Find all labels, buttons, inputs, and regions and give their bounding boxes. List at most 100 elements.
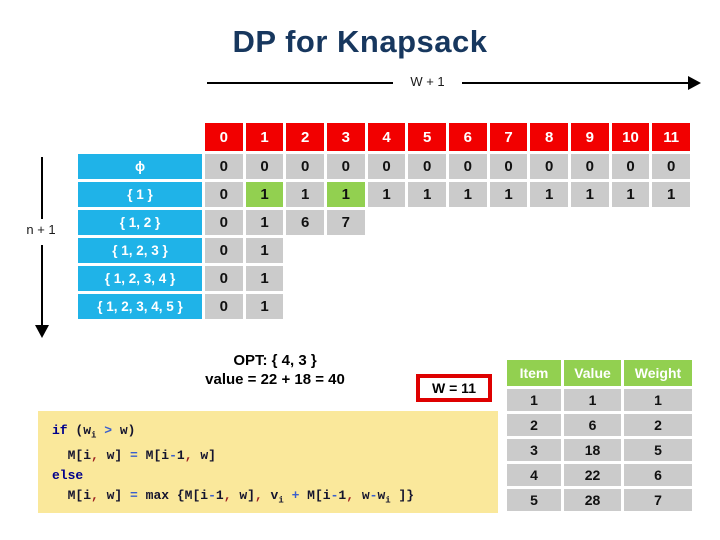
dp-cell: 1 <box>489 182 528 207</box>
dp-empty-cell <box>286 266 324 291</box>
dp-cell: 1 <box>449 182 487 207</box>
dp-cell: 1 <box>286 182 324 207</box>
dp-empty-cell <box>286 238 324 263</box>
dp-empty-cell <box>408 294 446 319</box>
arrowhead-right-icon <box>688 76 701 90</box>
dp-col-header: 2 <box>286 123 324 151</box>
code-line: if (wi > w) <box>52 423 136 441</box>
dp-empty-cell <box>612 238 650 263</box>
dp-empty-cell <box>408 266 446 291</box>
dp-empty-cell <box>530 266 568 291</box>
dp-empty-cell <box>490 210 528 235</box>
dp-cell: 1 <box>245 210 284 235</box>
w-axis-line-left <box>207 82 393 84</box>
dp-col-header: 9 <box>571 123 609 151</box>
dp-empty-cell <box>530 210 568 235</box>
w-axis-label: W + 1 <box>410 74 445 89</box>
dp-cell: 0 <box>489 154 528 179</box>
dp-empty-cell <box>490 266 528 291</box>
items-header-cell: Item <box>507 360 561 386</box>
items-cell: 28 <box>564 489 621 511</box>
items-cell: 3 <box>507 439 561 461</box>
dp-empty-cell <box>612 266 650 291</box>
dp-row-label: { 1, 2 } <box>78 210 202 235</box>
dp-cell: 1 <box>611 182 650 207</box>
dp-empty-cell <box>449 294 487 319</box>
n-axis-line-top <box>41 157 43 219</box>
n-axis-line-bottom <box>41 245 43 325</box>
items-cell: 6 <box>564 414 621 436</box>
dp-empty-cell <box>530 238 568 263</box>
dp-cell: 0 <box>408 154 446 179</box>
dp-empty-cell <box>571 266 609 291</box>
dp-empty-cell <box>327 294 365 319</box>
dp-cell: 1 <box>367 182 406 207</box>
items-cell: 1 <box>507 389 561 411</box>
dp-cell: 1 <box>245 266 284 291</box>
dp-empty-cell <box>449 238 487 263</box>
dp-cell: 1 <box>652 182 690 207</box>
dp-empty-cell <box>368 238 406 263</box>
dp-cell: 0 <box>205 154 243 179</box>
dp-col-header: 3 <box>327 123 365 151</box>
dp-col-header: 1 <box>245 123 284 151</box>
items-cell: 1 <box>564 389 621 411</box>
dp-empty-cell <box>490 238 528 263</box>
dp-cell: 0 <box>205 294 243 319</box>
w-value-box: W = 11 <box>416 374 492 402</box>
dp-empty-cell <box>327 238 365 263</box>
dp-col-header: 5 <box>408 123 446 151</box>
dp-cell: 1 <box>530 182 568 207</box>
w-axis-line-right <box>462 82 689 84</box>
dp-cell: 0 <box>530 154 568 179</box>
dp-row-label: { 1, 2, 3, 4 } <box>78 266 202 291</box>
dp-cell: 0 <box>205 182 243 207</box>
dp-cell: 1 <box>571 182 609 207</box>
dp-empty-cell <box>571 294 609 319</box>
dp-empty-cell <box>652 266 690 291</box>
dp-cell: 6 <box>286 210 324 235</box>
dp-empty-cell <box>612 210 650 235</box>
dp-empty-cell <box>652 238 690 263</box>
dp-empty-cell <box>652 210 690 235</box>
items-cell: 2 <box>624 414 692 436</box>
dp-col-header: 11 <box>652 123 690 151</box>
dp-empty-cell <box>571 210 609 235</box>
items-cell: 2 <box>507 414 561 436</box>
dp-cell: 1 <box>245 238 284 263</box>
dp-cell: 1 <box>408 182 446 207</box>
dp-cell: 0 <box>652 154 690 179</box>
code-line: M[i, w] = max {M[i-1, w], vi + M[i-1, w-… <box>52 487 415 506</box>
dp-empty-cell <box>368 266 406 291</box>
opt-set-line: OPT: { 4, 3 } <box>233 352 317 369</box>
dp-empty-cell <box>408 210 446 235</box>
dp-empty-cell <box>449 210 487 235</box>
items-cell: 5 <box>507 489 561 511</box>
dp-empty-cell <box>652 294 690 319</box>
dp-empty-cell <box>408 238 446 263</box>
dp-empty-cell <box>327 266 365 291</box>
dp-cell: 0 <box>245 154 284 179</box>
dp-empty-cell <box>571 238 609 263</box>
dp-cell: 0 <box>611 154 650 179</box>
code-line: else <box>52 467 84 483</box>
dp-col-header: 0 <box>205 123 243 151</box>
w-value-label: W = 11 <box>432 380 476 396</box>
dp-row-label: ϕ <box>78 154 202 179</box>
dp-row-label: { 1, 2, 3 } <box>78 238 202 263</box>
code-line: M[i, w] = M[i-1, w] <box>52 447 216 463</box>
dp-cell: 0 <box>449 154 487 179</box>
dp-col-header: 7 <box>489 123 528 151</box>
dp-empty-cell <box>368 294 406 319</box>
dp-cell: 0 <box>367 154 406 179</box>
items-cell: 18 <box>564 439 621 461</box>
dp-empty-cell <box>530 294 568 319</box>
items-cell: 1 <box>624 389 692 411</box>
dp-cell: 0 <box>286 154 324 179</box>
dp-cell: 0 <box>327 154 365 179</box>
dp-corner-spacer <box>78 123 202 151</box>
items-header-cell: Weight <box>624 360 692 386</box>
dp-cell: 1 <box>245 182 284 207</box>
